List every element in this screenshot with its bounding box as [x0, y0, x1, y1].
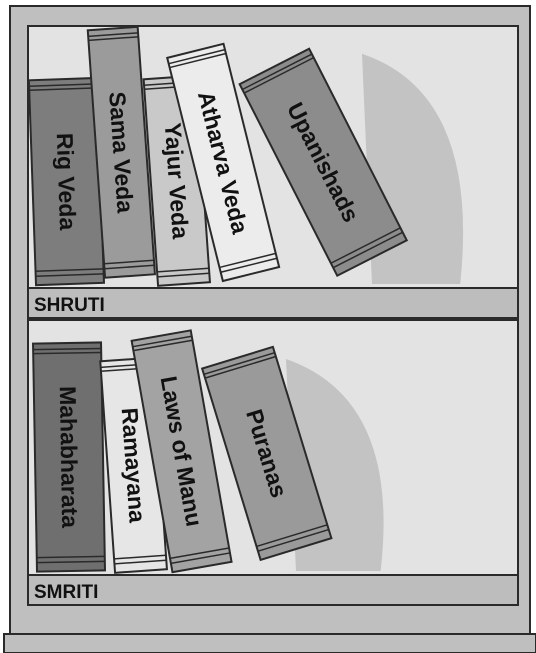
shelf-label-smriti: SMRITI	[34, 582, 98, 603]
shelf-label-shruti: SHRUTI	[34, 295, 105, 316]
book-title: Rig Veda	[52, 133, 81, 231]
book-title: Mahabharata	[55, 386, 83, 529]
book: Mahabharata	[33, 342, 105, 571]
shelf-label-band	[28, 575, 518, 605]
bookshelf-base	[4, 634, 536, 653]
